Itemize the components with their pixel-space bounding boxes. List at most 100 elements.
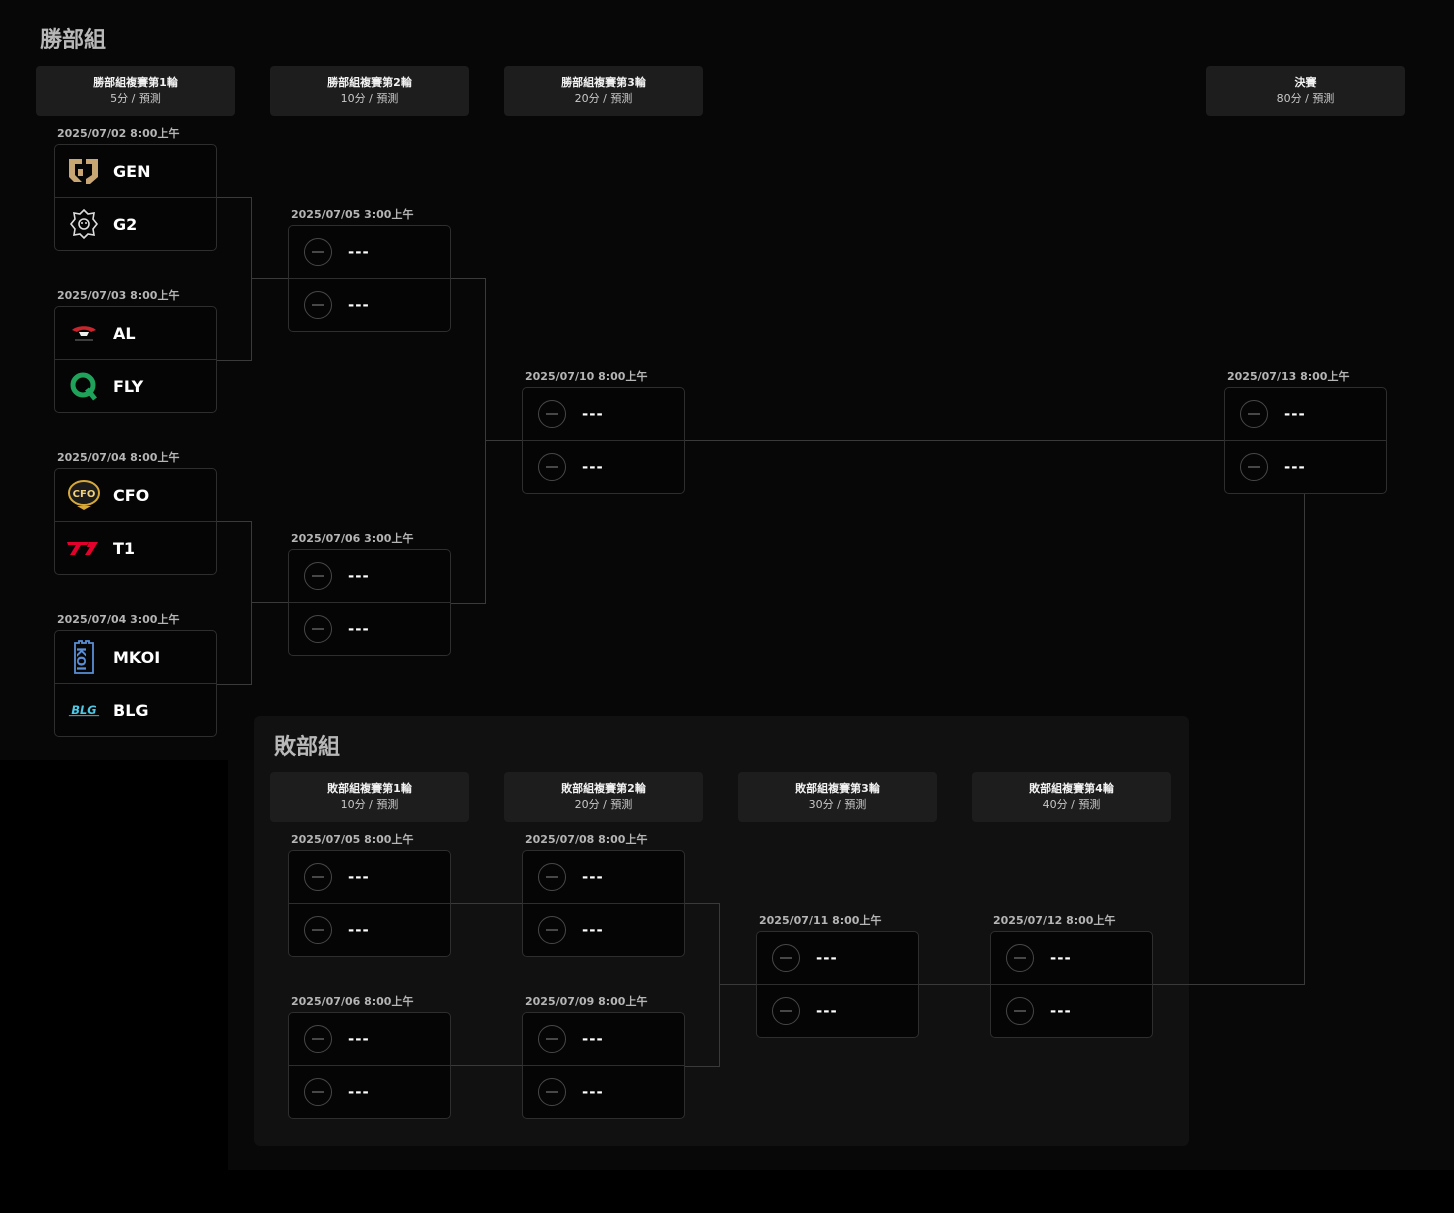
team-name: ---	[582, 1083, 604, 1101]
match-card[interactable]: 2025/07/09 8:00上午 --- ---	[522, 995, 685, 1119]
placeholder-team-icon	[538, 400, 566, 428]
cfo-logo-icon: CFO	[67, 478, 101, 512]
team-row[interactable]: ---	[289, 278, 450, 331]
team-row[interactable]: ---	[289, 851, 450, 903]
match-card[interactable]: 2025/07/11 8:00上午 --- ---	[756, 914, 919, 1038]
team-row[interactable]: ---	[523, 1065, 684, 1118]
match-date: 2025/07/13 8:00上午	[1227, 370, 1350, 383]
team-name: ---	[1050, 1002, 1072, 1020]
svg-text:KOI: KOI	[74, 647, 88, 670]
team-row[interactable]: ---	[757, 984, 918, 1037]
team-name: AL	[113, 323, 136, 343]
match-card[interactable]: 2025/07/10 8:00上午 --- ---	[522, 370, 685, 494]
team-row[interactable]: FLY	[55, 359, 216, 412]
team-row[interactable]: G2	[55, 197, 216, 250]
team-row[interactable]: ---	[289, 602, 450, 655]
round-name: 敗部組複賽第2輪	[561, 782, 646, 795]
match-card[interactable]: 2025/07/05 3:00上午 --- ---	[288, 208, 451, 332]
team-row[interactable]: ---	[1225, 440, 1386, 493]
placeholder-team-icon	[538, 453, 566, 481]
t1-logo-icon	[67, 531, 101, 565]
team-row[interactable]: KOI MKOI	[55, 631, 216, 683]
placeholder-team-icon	[772, 997, 800, 1025]
match-card[interactable]: 2025/07/06 8:00上午 --- ---	[288, 995, 451, 1119]
placeholder-team-icon	[1006, 997, 1034, 1025]
match-card[interactable]: 2025/07/05 8:00上午 --- ---	[288, 833, 451, 957]
placeholder-team-icon	[1240, 453, 1268, 481]
team-name: ---	[816, 1002, 838, 1020]
bracket-connector	[719, 984, 757, 985]
team-name: MKOI	[113, 647, 161, 667]
team-name: ---	[348, 1030, 370, 1048]
match-card[interactable]: 2025/07/02 8:00上午 GEN G2	[54, 127, 217, 251]
match-date: 2025/07/04 8:00上午	[57, 451, 180, 464]
team-row[interactable]: ---	[523, 388, 684, 440]
match-card[interactable]: 2025/07/03 8:00上午 AL FLY	[54, 289, 217, 413]
team-row[interactable]: ---	[289, 903, 450, 956]
placeholder-team-icon	[772, 944, 800, 972]
bracket-connector	[485, 440, 523, 441]
team-row[interactable]: CFO CFO	[55, 469, 216, 521]
round-points: 10分 / 預測	[340, 92, 399, 105]
placeholder-team-icon	[1006, 944, 1034, 972]
match-card[interactable]: 2025/07/12 8:00上午 --- ---	[990, 914, 1153, 1038]
team-row[interactable]: ---	[289, 226, 450, 278]
match-card[interactable]: 2025/07/08 8:00上午 --- ---	[522, 833, 685, 957]
team-name: ---	[1284, 405, 1306, 423]
team-name: G2	[113, 214, 138, 234]
match-date: 2025/07/10 8:00上午	[525, 370, 648, 383]
team-row[interactable]: ---	[523, 440, 684, 493]
team-name: ---	[816, 949, 838, 967]
placeholder-team-icon	[538, 863, 566, 891]
placeholder-team-icon	[538, 1078, 566, 1106]
team-row[interactable]: ---	[289, 550, 450, 602]
round-points: 20分 / 預測	[574, 798, 633, 811]
losers-round-3-header: 敗部組複賽第3輪 30分 / 預測	[738, 772, 937, 822]
match-date: 2025/07/05 8:00上午	[291, 833, 414, 846]
bracket-connector	[919, 984, 991, 985]
team-row[interactable]: ---	[1225, 388, 1386, 440]
al-logo-icon	[67, 316, 101, 350]
round-points: 40分 / 預測	[1042, 798, 1101, 811]
final-match-card[interactable]: 2025/07/13 8:00上午 --- ---	[1224, 370, 1387, 494]
match-date: 2025/07/08 8:00上午	[525, 833, 648, 846]
team-name: BLG	[113, 700, 149, 720]
round-name: 敗部組複賽第3輪	[795, 782, 880, 795]
team-row[interactable]: ---	[991, 984, 1152, 1037]
round-name: 勝部組複賽第2輪	[327, 76, 412, 89]
round-name: 勝部組複賽第1輪	[93, 76, 178, 89]
svg-text:BLG: BLG	[71, 703, 96, 717]
svg-text:CFO: CFO	[73, 489, 96, 500]
team-row[interactable]: ---	[289, 1065, 450, 1118]
team-row[interactable]: ---	[523, 1013, 684, 1065]
team-name: GEN	[113, 161, 151, 181]
team-name: ---	[348, 567, 370, 585]
round-name: 勝部組複賽第3輪	[561, 76, 646, 89]
bracket-connector	[685, 440, 1225, 441]
match-card[interactable]: 2025/07/06 3:00上午 --- ---	[288, 532, 451, 656]
team-name: ---	[582, 1030, 604, 1048]
match-date: 2025/07/06 8:00上午	[291, 995, 414, 1008]
match-card[interactable]: 2025/07/04 8:00上午 CFO CFO T1	[54, 451, 217, 575]
team-row[interactable]: ---	[523, 903, 684, 956]
match-card[interactable]: 2025/07/04 3:00上午 KOI MKOI BLG BLG	[54, 613, 217, 737]
match-date: 2025/07/12 8:00上午	[993, 914, 1116, 927]
bracket-connector	[451, 1065, 523, 1066]
team-name: ---	[348, 1083, 370, 1101]
team-row[interactable]: GEN	[55, 145, 216, 197]
team-row[interactable]: AL	[55, 307, 216, 359]
team-row[interactable]: T1	[55, 521, 216, 574]
team-row[interactable]: ---	[289, 1013, 450, 1065]
match-date: 2025/07/04 3:00上午	[57, 613, 180, 626]
placeholder-team-icon	[304, 1078, 332, 1106]
team-row[interactable]: ---	[757, 932, 918, 984]
bracket-connector	[1153, 984, 1305, 985]
bracket-connector	[217, 521, 252, 685]
team-name: ---	[582, 921, 604, 939]
g2-logo-icon	[67, 207, 101, 241]
losers-bracket-title: 敗部組	[274, 735, 341, 760]
winners-round-3-header: 勝部組複賽第3輪 20分 / 預測	[504, 66, 703, 116]
team-row[interactable]: ---	[991, 932, 1152, 984]
team-row[interactable]: BLG BLG	[55, 683, 216, 736]
team-row[interactable]: ---	[523, 851, 684, 903]
